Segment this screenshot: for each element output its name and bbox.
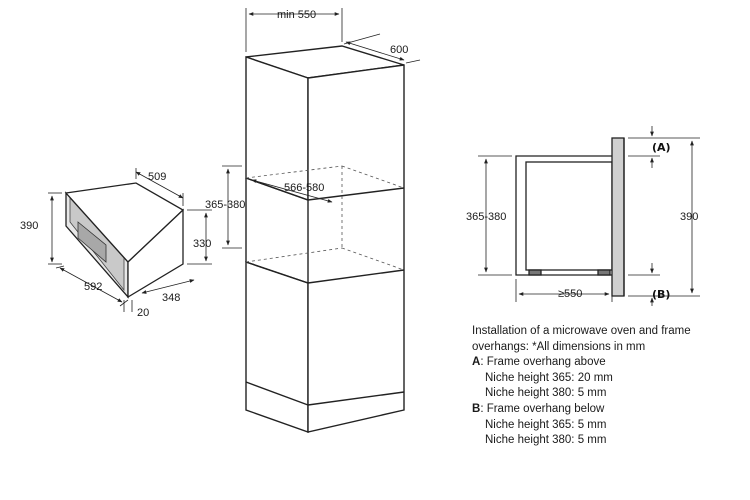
cabinet-front-lower: [245, 261, 309, 433]
cabinet-front-upper: [245, 56, 309, 201]
cabinet-niche-hidden-lines: [245, 165, 405, 271]
microwave-height-label: 390: [20, 220, 38, 232]
frame-overhang-b-marker: (B): [652, 288, 670, 301]
cabinet-niche-height-label: 365-380: [205, 199, 245, 211]
microwave-body-height-label: 330: [193, 238, 211, 250]
cabinet-niche-width-label: 566-580: [284, 182, 324, 194]
side-section-dimension-lines: [478, 126, 700, 306]
tall-cabinet-drawing: [245, 45, 405, 433]
notes-intro-line2: overhangs: *All dimensions in mm: [472, 340, 646, 353]
note-b-title: B: Frame overhang below: [472, 402, 742, 418]
microwave-width-label: 592: [84, 281, 102, 293]
frame-overhang-a-marker: (A): [652, 141, 671, 154]
side-total-height-label: 390: [680, 211, 698, 223]
microwave-section-frame: [611, 137, 625, 297]
microwave-window: [77, 221, 107, 263]
notes-intro-line1: Installation of a microwave oven and fra…: [472, 325, 691, 337]
microwave-foot-left: [528, 269, 542, 276]
note-b-365: Niche height 365: 5 mm: [485, 418, 607, 431]
cabinet-side: [307, 64, 405, 433]
microwave-dimension-lines: [48, 168, 212, 312]
microwave-depth-top-label: 509: [148, 171, 166, 183]
side-niche-height-label: 365-380: [466, 211, 506, 223]
microwave-frame-offset-label: 20: [137, 307, 149, 319]
side-min-depth-label: ≥550: [558, 288, 582, 300]
microwave-section-body: [525, 161, 613, 271]
niche-outline: [515, 155, 612, 276]
microwave-unit-drawing: [64, 182, 185, 299]
cabinet-dimension-lines: [222, 8, 421, 249]
side-section-drawing: [515, 137, 625, 297]
installation-notes: Installation of a microwave oven and fra…: [472, 324, 742, 449]
note-a-380: Niche height 380: 5 mm: [485, 387, 607, 400]
microwave-side: [127, 208, 184, 299]
microwave-depth-label: 348: [162, 292, 180, 304]
cabinet-min-width-label: min 550: [277, 9, 316, 21]
microwave-foot-right: [597, 269, 611, 276]
note-a-title-text: : Frame overhang above: [480, 356, 606, 369]
note-a-title: A: Frame overhang above: [472, 355, 742, 371]
note-b-380: Niche height 380: 5 mm: [485, 434, 607, 447]
note-a-key: A: [472, 356, 481, 369]
note-b-key: B: [472, 402, 481, 415]
note-a-365: Niche height 365: 20 mm: [485, 371, 613, 384]
note-b-title-text: : Frame overhang below: [480, 402, 605, 415]
cabinet-depth-label: 600: [390, 44, 408, 56]
